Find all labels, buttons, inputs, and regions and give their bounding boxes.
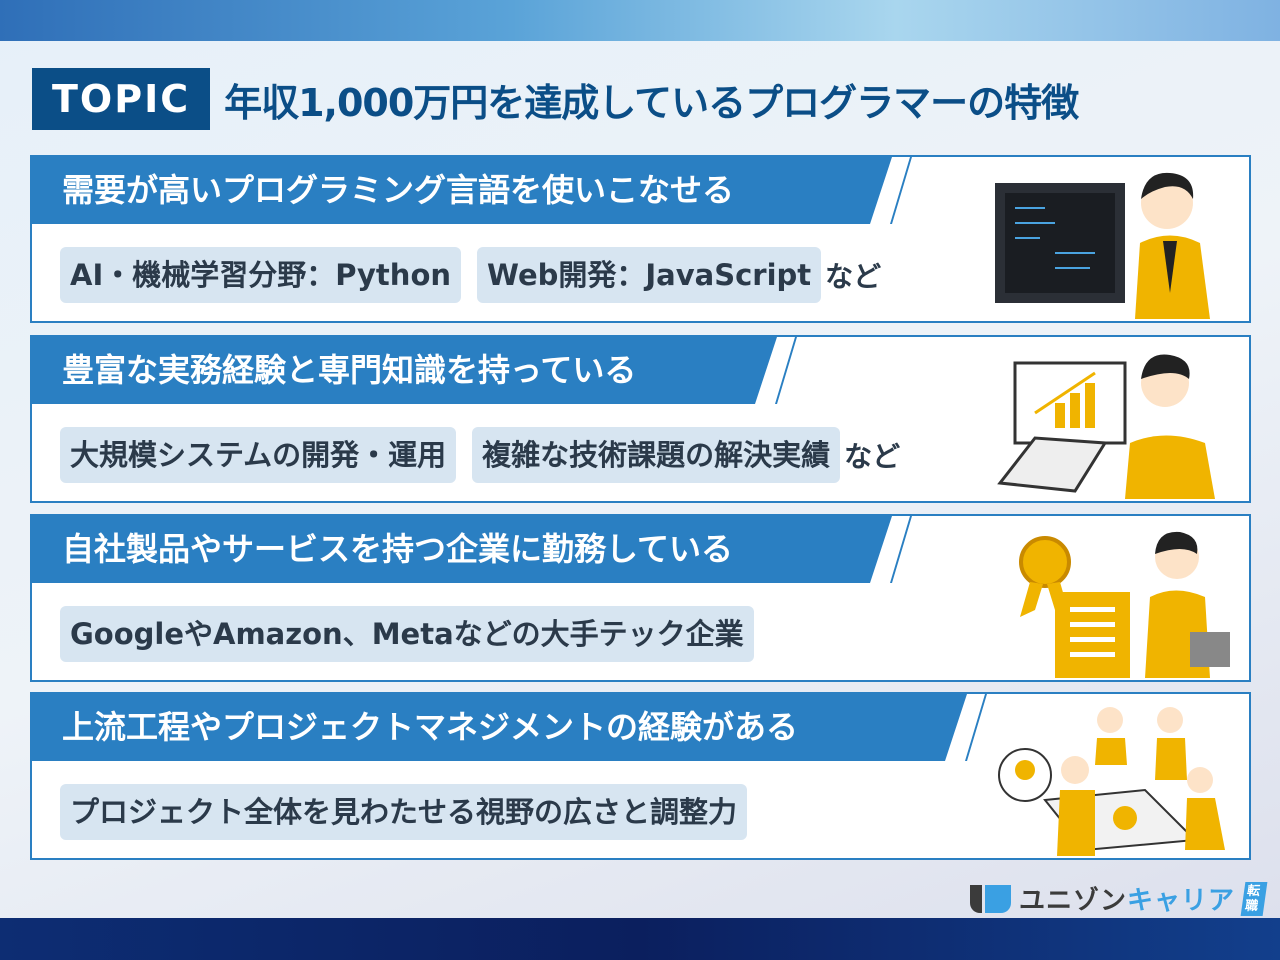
card-heading: 上流工程やプロジェクトマネジメントの経験がある — [32, 694, 967, 761]
logo-text-accent: キャリア — [1127, 886, 1236, 916]
heading-slash — [890, 157, 912, 224]
card-heading: 自社製品やサービスを持つ企業に勤務している — [32, 516, 892, 583]
analysis-illustration-icon — [997, 354, 1215, 499]
feature-card-1: 需要が高いプログラミング言語を使いこなせる AI・機械学習分野：Python W… — [30, 155, 1251, 323]
logo-mark-icon — [970, 884, 1011, 913]
heading-slash — [965, 694, 987, 761]
brand-logo: ユニゾン キャリア 転職 — [970, 880, 1268, 917]
award-building-illustration-icon — [1019, 531, 1230, 678]
chip: 複雑な技術課題の解決実績 — [472, 427, 841, 483]
heading-slash — [890, 516, 912, 583]
chip: プロジェクト全体を見わたせる視野の広さと調整力 — [60, 784, 748, 840]
title-text: 年収1,000万円を達成しているプログラマーの特徴 — [224, 80, 1079, 125]
card-heading: 豊富な実務経験と専門知識を持っている — [32, 337, 777, 404]
logo-text-main: ユニゾン — [1019, 886, 1128, 916]
logo-badge: 転職 — [1240, 881, 1268, 916]
chip: GoogleやAmazon、Metaなどの大手テック企業 — [60, 606, 754, 662]
bottom-decor-band — [0, 918, 1280, 960]
feature-card-2: 豊富な実務経験と専門知識を持っている 大規模システムの開発・運用 複雑な技術課題… — [30, 335, 1251, 503]
feature-card-3: 自社製品やサービスを持つ企業に勤務している GoogleやAmazon、Meta… — [30, 514, 1251, 682]
suffix-text: など — [844, 440, 901, 473]
chip: AI・機械学習分野：Python — [60, 247, 462, 303]
team-meeting-illustration-icon — [998, 707, 1225, 856]
card-heading: 需要が高いプログラミング言語を使いこなせる — [32, 157, 892, 224]
chip: 大規模システムの開発・運用 — [60, 427, 457, 483]
suffix-text: など — [825, 260, 882, 293]
topic-badge: TOPIC — [32, 68, 211, 130]
page-title: TOPIC 年収1,000万円を達成しているプログラマーの特徴 — [32, 68, 1079, 130]
feature-card-4: 上流工程やプロジェクトマネジメントの経験がある プロジェクト全体を見わたせる視野… — [30, 692, 1251, 860]
chip: Web開発：JavaScript — [477, 247, 822, 303]
top-decor-band — [0, 0, 1280, 41]
programmer-illustration-icon — [995, 172, 1210, 319]
heading-slash — [775, 337, 797, 404]
